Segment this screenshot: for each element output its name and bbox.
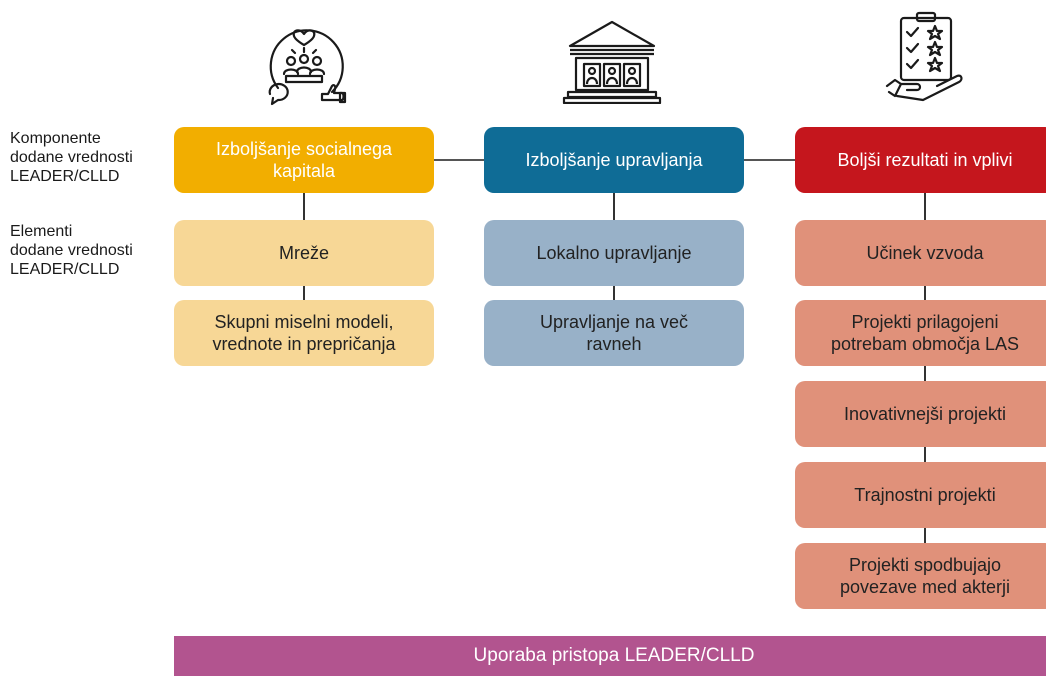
element-box: Inovativnejši projekti bbox=[795, 381, 1046, 447]
footer-label: Uporaba pristopa LEADER/CLLD bbox=[473, 645, 755, 666]
element-box: Skupni miselni modeli, vrednote in prepr… bbox=[174, 300, 434, 366]
social-community-icon bbox=[268, 29, 347, 106]
element-box: Trajnostni projekti bbox=[795, 462, 1046, 528]
connector bbox=[924, 286, 926, 300]
header-governance: Izboljšanje upravljanja bbox=[484, 127, 744, 193]
connector bbox=[924, 528, 926, 543]
connector bbox=[303, 193, 305, 220]
government-building-icon bbox=[562, 20, 662, 104]
components-row-label: Komponente dodane vrednosti LEADER/CLLD bbox=[10, 130, 133, 185]
element-box: Projekti spodbujajo povezave med akterji bbox=[795, 543, 1046, 609]
header-results-impacts: Boljši rezultati in vplivi bbox=[795, 127, 1046, 193]
connector bbox=[924, 193, 926, 220]
connector-header-2-3 bbox=[744, 159, 795, 161]
connector bbox=[303, 286, 305, 300]
element-box: Mreže bbox=[174, 220, 434, 286]
connector bbox=[924, 447, 926, 462]
connector-header-1-2 bbox=[434, 159, 484, 161]
header-social-capital: Izboljšanje socialnega kapitala bbox=[174, 127, 434, 193]
connector bbox=[924, 366, 926, 381]
element-box: Lokalno upravljanje bbox=[484, 220, 744, 286]
elements-row-label: Elementi dodane vrednosti LEADER/CLLD bbox=[10, 223, 133, 278]
connector bbox=[613, 193, 615, 220]
element-box: Projekti prilagojeni potrebam območja LA… bbox=[795, 300, 1046, 366]
checklist-stars-icon bbox=[885, 11, 963, 102]
element-box: Učinek vzvoda bbox=[795, 220, 1046, 286]
connector bbox=[613, 286, 615, 300]
footer-approach-bar: Uporaba pristopa LEADER/CLLD bbox=[174, 636, 1046, 676]
element-box: Upravljanje na več ravneh bbox=[484, 300, 744, 366]
